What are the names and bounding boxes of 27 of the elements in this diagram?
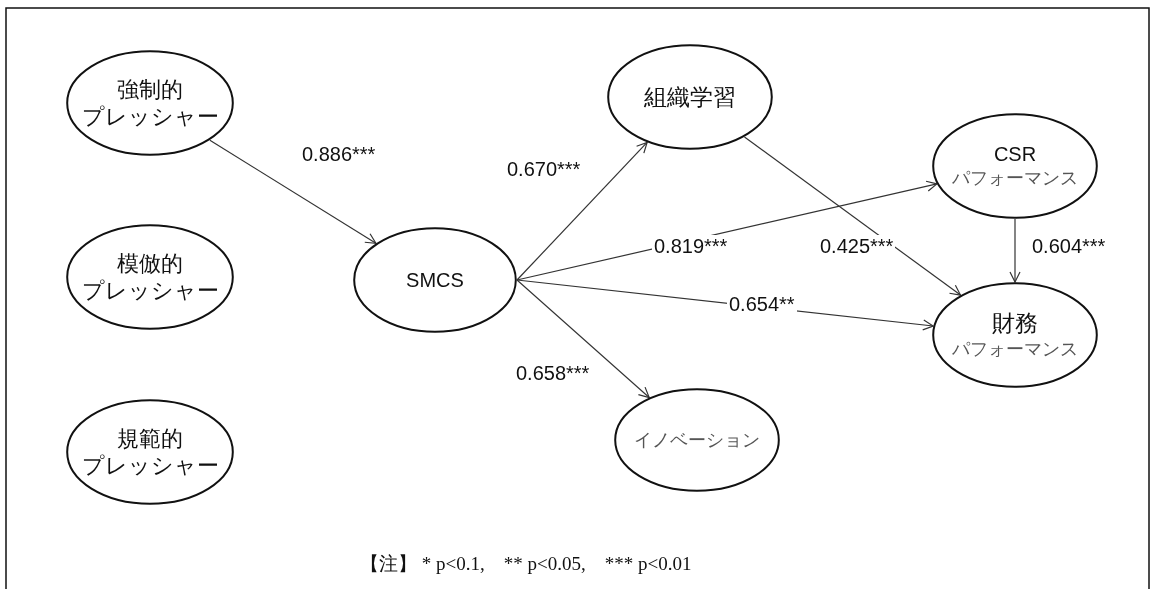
node-label: パフォーマンス (952, 167, 1078, 190)
ellipse-node (932, 113, 1098, 219)
node-label: 強制的 (117, 75, 183, 103)
node-label: 組織学習 (644, 82, 736, 112)
arrow (209, 139, 377, 244)
node-label: SMCS (406, 267, 464, 293)
ellipse-node (66, 224, 234, 330)
node-label: 規範的 (117, 424, 183, 452)
node-label: イノベーション (634, 428, 760, 452)
node-label: 模倣的 (117, 249, 183, 277)
ellipse-node (66, 399, 234, 505)
ellipse-node (614, 388, 780, 492)
node-label: プレッシャー (81, 103, 219, 131)
node-label: パフォーマンス (952, 338, 1078, 361)
arrow (743, 136, 962, 296)
significance-note: 【注】 * p<0.1, ** p<0.05, *** p<0.01 (360, 552, 692, 576)
node-label: CSR (993, 142, 1037, 168)
node-label: 財務 (992, 309, 1038, 339)
arrow (1009, 218, 1021, 283)
ellipse-node (66, 50, 234, 156)
node-label: プレッシャー (81, 277, 219, 305)
arrow (516, 279, 650, 399)
node-label: プレッシャー (81, 452, 219, 480)
arrow (516, 141, 648, 281)
ellipse-node (607, 44, 773, 150)
ellipse-node (932, 282, 1098, 388)
ellipse-node (353, 227, 517, 333)
